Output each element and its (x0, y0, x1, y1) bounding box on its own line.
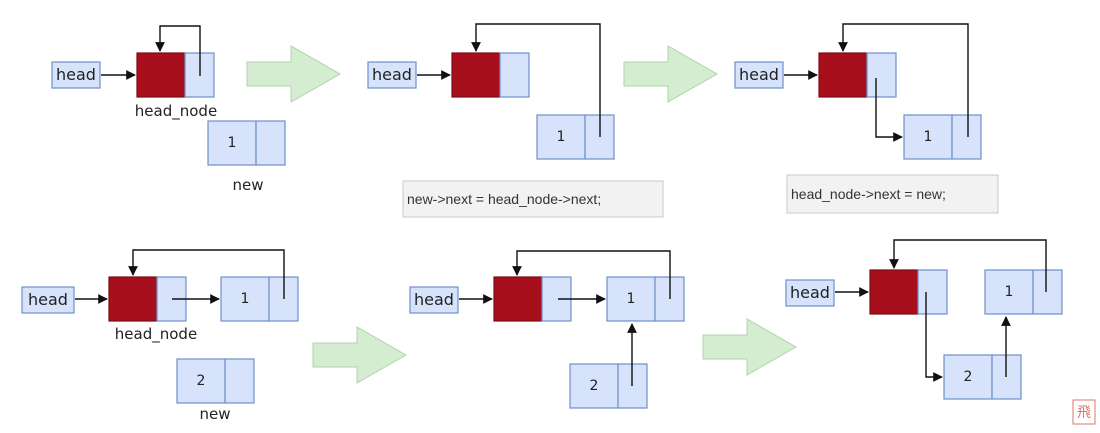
panel-row1-step1: head 1 new->next = head_node->next; (367, 23, 664, 218)
head-node (451, 52, 530, 98)
new-next-arrow (838, 23, 969, 137)
svg-text:new->next = head_node->next;: new->next = head_node->next; (407, 191, 601, 207)
stamp-logo: 飛 (1072, 399, 1096, 425)
code-box-step2: head_node->next = new; (786, 174, 999, 214)
svg-text:1: 1 (924, 129, 933, 145)
svg-text:1: 1 (627, 291, 636, 307)
node-1: 1 (220, 276, 299, 322)
svg-text:1: 1 (1005, 284, 1014, 300)
new-label: new (232, 176, 263, 194)
svg-text:head: head (739, 65, 779, 84)
svg-text:2: 2 (964, 369, 973, 385)
step-arrow-4 (702, 318, 798, 376)
panel-row2-step1: head 1 2 (409, 250, 685, 409)
step-arrow-1 (246, 45, 342, 103)
svg-text:2: 2 (590, 378, 599, 394)
head-node (493, 276, 572, 322)
svg-text:head: head (414, 290, 454, 309)
svg-text:head_node->next = new;: head_node->next = new; (791, 186, 946, 202)
panel-row1-initial: head head_node 1 new (51, 25, 286, 194)
head-next-arrow (875, 78, 903, 142)
head-node-label: head_node (135, 102, 217, 121)
head-next-arrow (925, 292, 943, 382)
head-node-label: head_node (115, 325, 197, 344)
svg-text:1: 1 (228, 135, 237, 151)
head-pointer-box: head (21, 286, 75, 314)
head-node (818, 52, 897, 98)
head-pointer-box: head (367, 61, 417, 89)
panel-row2-initial: head 1 head_node 2 new (21, 249, 299, 423)
step-arrow-3 (312, 326, 408, 384)
new-node-1: 1 (903, 114, 982, 160)
code-box-step1: new->next = head_node->next; (402, 180, 664, 218)
loop-back-arrow (512, 250, 671, 299)
svg-text:head: head (28, 290, 68, 309)
loop-back-arrow (128, 249, 285, 299)
new-next-arrow (471, 23, 601, 137)
head-node (869, 269, 948, 315)
new-node-2: 2 (569, 363, 648, 409)
head-pointer-box: head (409, 286, 459, 314)
new-node-1: 1 (207, 120, 286, 166)
node-1: 1 (606, 276, 685, 322)
step-arrow-2 (623, 45, 719, 103)
svg-text:head: head (56, 65, 96, 84)
new-label: new (199, 405, 230, 423)
panel-row1-step2: head 1 head_node->next = new; (734, 23, 999, 214)
head-pointer-box: head (734, 61, 784, 89)
panel-row2-step2: head 2 1 (785, 239, 1063, 400)
svg-text:2: 2 (197, 373, 206, 389)
head-node (108, 276, 187, 322)
svg-text:飛: 飛 (1077, 405, 1091, 421)
svg-text:1: 1 (557, 129, 566, 145)
new-node-2: 2 (176, 358, 255, 404)
svg-text:1: 1 (241, 291, 250, 307)
svg-text:head: head (372, 65, 412, 84)
svg-text:head: head (790, 283, 830, 302)
head-node (136, 52, 215, 98)
head-pointer-box: head (785, 279, 835, 307)
new-node-1: 1 (536, 114, 615, 160)
new-node-2: 2 (943, 354, 1022, 400)
loop-back-arrow (889, 239, 1047, 292)
node-1: 1 (984, 269, 1063, 315)
head-pointer-box: head (51, 61, 101, 89)
self-loop-arrow (155, 25, 201, 76)
